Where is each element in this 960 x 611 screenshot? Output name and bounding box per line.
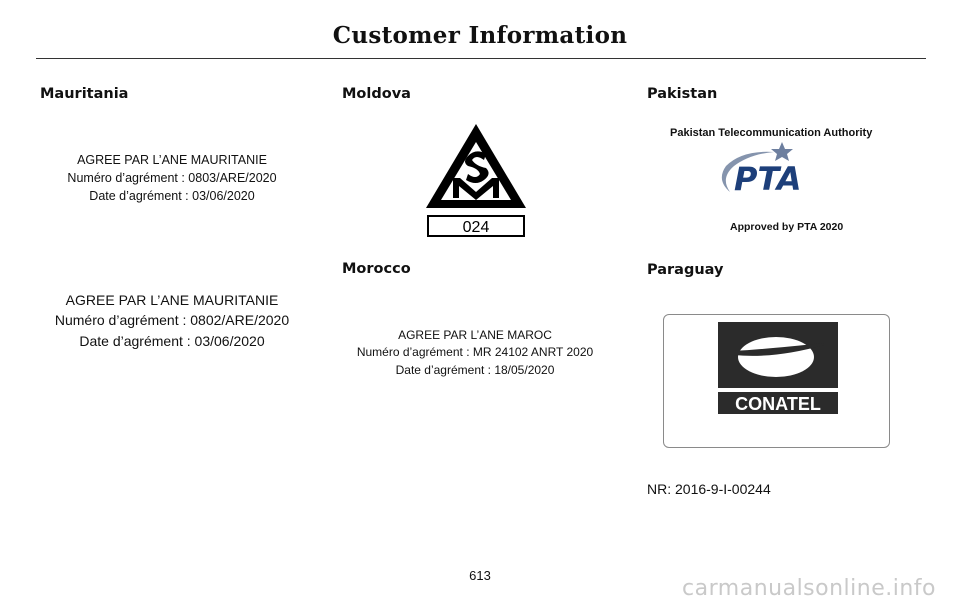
page-title: Customer Information — [332, 22, 628, 49]
cert-line: AGREE PAR L’ANE MAURITANIE — [77, 153, 267, 167]
heading-mauritania: Mauritania — [40, 86, 129, 102]
paraguay-nr-number: NR: 2016-9-I-00244 — [647, 481, 771, 497]
mauritania-certificate-1: AGREE PAR L’ANE MAURITANIE Numéro d’agré… — [52, 151, 292, 205]
pta-approval: Approved by PTA 2020 — [730, 221, 844, 233]
heading-morocco: Morocco — [342, 261, 411, 277]
heading-pakistan: Pakistan — [647, 86, 718, 102]
cert-line: Date d’agrément : 03/06/2020 — [79, 332, 265, 349]
cert-line: Numéro d’agrément : 0803/ARE/2020 — [67, 171, 277, 186]
cert-line: Date d’agrément : 03/06/2020 — [89, 189, 255, 204]
cert-line: AGREE PAR L’ANE MAURITANIE — [65, 292, 279, 308]
morocco-certificate: AGREE PAR L’ANE MAROC Numéro d’agrément … — [340, 327, 610, 379]
cert-line: Numéro d’agrément : 0802/ARE/2020 — [54, 312, 290, 329]
pta-authority-name: Pakistan Telecommunication Authority — [670, 127, 873, 139]
cert-line: Date d’agrément : 18/05/2020 — [395, 362, 555, 377]
pta-logo: PTA — [712, 140, 840, 200]
moldova-logo-number: 024 — [463, 219, 490, 236]
cert-line: AGREE PAR L’ANE MAROC — [398, 328, 552, 342]
cert-line: Numéro d’agrément : MR 24102 ANRT 2020 — [356, 345, 594, 360]
heading-paraguay: Paraguay — [647, 262, 724, 278]
sm-conformity-mark-icon: 024 — [426, 124, 526, 237]
pta-logo-text: PTA — [734, 160, 802, 198]
header-divider — [36, 58, 926, 59]
page-number: 613 — [469, 568, 491, 583]
moldova-sm-logo: 024 — [420, 118, 532, 244]
conatel-logo-icon: CONATEL — [718, 322, 838, 414]
mauritania-certificate-2: AGREE PAR L’ANE MAURITANIE Numéro d’agré… — [42, 290, 302, 351]
watermark: carmanualsonline.info — [682, 576, 936, 601]
conatel-logo-box: CONATEL — [663, 314, 890, 448]
conatel-logo-text: CONATEL — [735, 394, 821, 414]
pta-star-swoosh-icon: PTA — [721, 142, 802, 198]
heading-moldova: Moldova — [342, 86, 411, 102]
